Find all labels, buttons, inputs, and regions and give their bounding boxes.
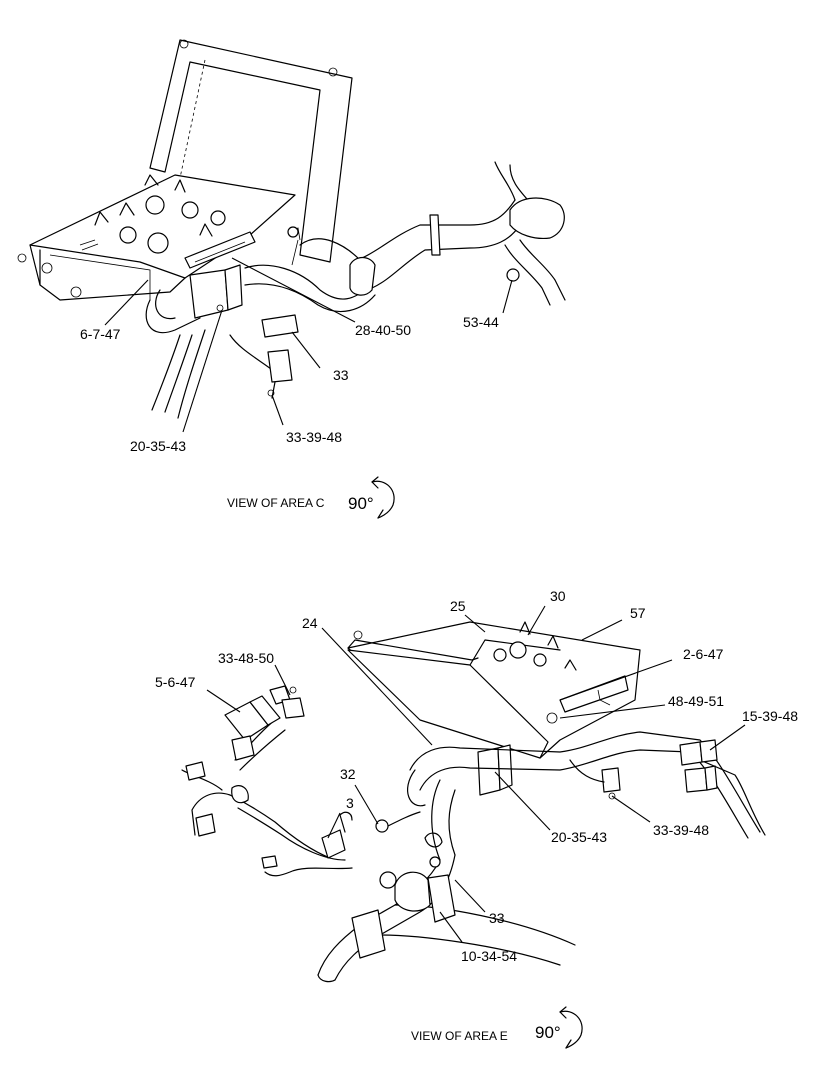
callout-33-39-48-e: 33-39-48: [653, 822, 709, 838]
relay-cluster-e: [493, 621, 577, 671]
callout-33-e: 33: [489, 910, 505, 926]
callout-53-44: 53-44: [463, 314, 499, 330]
callout-20-35-43-e: 20-35-43: [551, 829, 607, 845]
callout-48-49-51: 48-49-51: [668, 693, 724, 709]
rotate-arrow-icon: [371, 476, 395, 519]
callout-10-34-54: 10-34-54: [461, 948, 517, 964]
callout-57: 57: [630, 605, 646, 621]
view-area-c-rotation: 90°: [348, 494, 374, 513]
view-area-c-callouts: 6-7-47 28-40-50 53-44 33 20-35-43 33-39-…: [80, 314, 499, 454]
view-area-c-caption-text: VIEW OF AREA C: [227, 496, 325, 510]
callout-20-35-43: 20-35-43: [130, 438, 186, 454]
callout-15-39-48: 15-39-48: [742, 708, 798, 724]
view-area-e-leaders: [206, 605, 746, 943]
callout-24: 24: [302, 615, 318, 631]
callout-6-7-47: 6-7-47: [80, 326, 121, 342]
view-area-c-drawing: [17, 39, 566, 419]
callout-28-40-50: 28-40-50: [355, 322, 411, 338]
view-area-e-caption: VIEW OF AREA E 90°: [411, 1006, 583, 1049]
callout-5-6-47: 5-6-47: [155, 674, 196, 690]
view-area-e-rotation: 90°: [535, 1023, 561, 1042]
callout-3: 3: [346, 795, 354, 811]
callout-30: 30: [550, 588, 566, 604]
rotate-arrow-icon: [559, 1006, 583, 1049]
callout-33-39-48: 33-39-48: [286, 429, 342, 445]
relay-cluster: [79, 174, 226, 254]
view-area-e-drawing: [181, 621, 766, 983]
callout-25: 25: [450, 598, 466, 614]
view-area-e-callouts: 25 30 57 24 2-6-47 33-48-50 5-6-47 48-49…: [155, 588, 798, 964]
view-area-e-caption-text: VIEW OF AREA E: [411, 1029, 508, 1043]
view-area-c-leaders: [104, 257, 513, 433]
callout-2-6-47: 2-6-47: [683, 646, 724, 662]
callout-33: 33: [333, 367, 349, 383]
view-area-c-caption: VIEW OF AREA C 90°: [227, 476, 395, 519]
callout-32: 32: [340, 766, 356, 782]
callout-33-48-50: 33-48-50: [218, 650, 274, 666]
